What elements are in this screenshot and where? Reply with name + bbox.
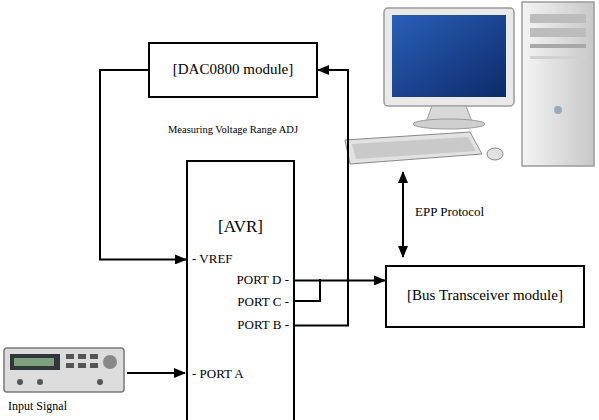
module-caption: Measuring Voltage Range ADJ <box>150 124 316 136</box>
avr-box: [AVR] - VREF PORT D - PORT C - PORT B - - POR… <box>186 160 295 420</box>
dac-module-box: [DAC0800 module]Measuring Voltage Range … <box>148 42 318 98</box>
pin-name: - VREF <box>192 252 233 267</box>
pin-name: PORT B - <box>237 318 289 333</box>
module-name: [DAC0800 module] <box>150 61 316 78</box>
input-signal-arrow <box>127 372 185 374</box>
pin-name: PORT D - <box>237 273 289 288</box>
connector-arrow <box>100 70 186 259</box>
function-generator-icon <box>4 348 124 392</box>
bus-transceiver-box: [Bus Transceiver module] <box>385 265 585 328</box>
module-name: [Bus Transceiver module] <box>387 287 583 304</box>
pin-name: PORT C - <box>237 295 289 310</box>
keyboard-icon <box>345 132 503 164</box>
monitor-icon <box>384 8 514 129</box>
port-c-wire <box>295 279 320 301</box>
computer-tower-icon <box>522 2 594 166</box>
chip-name: [AVR] <box>188 217 293 237</box>
connector-arrow <box>295 70 348 325</box>
signal-label: Input Signal <box>6 400 69 414</box>
protocol-label: EPP Protocol <box>413 205 486 220</box>
epp-arrow <box>402 172 404 257</box>
pin-name: - PORT A <box>192 367 244 382</box>
connector-arrow <box>295 279 385 281</box>
